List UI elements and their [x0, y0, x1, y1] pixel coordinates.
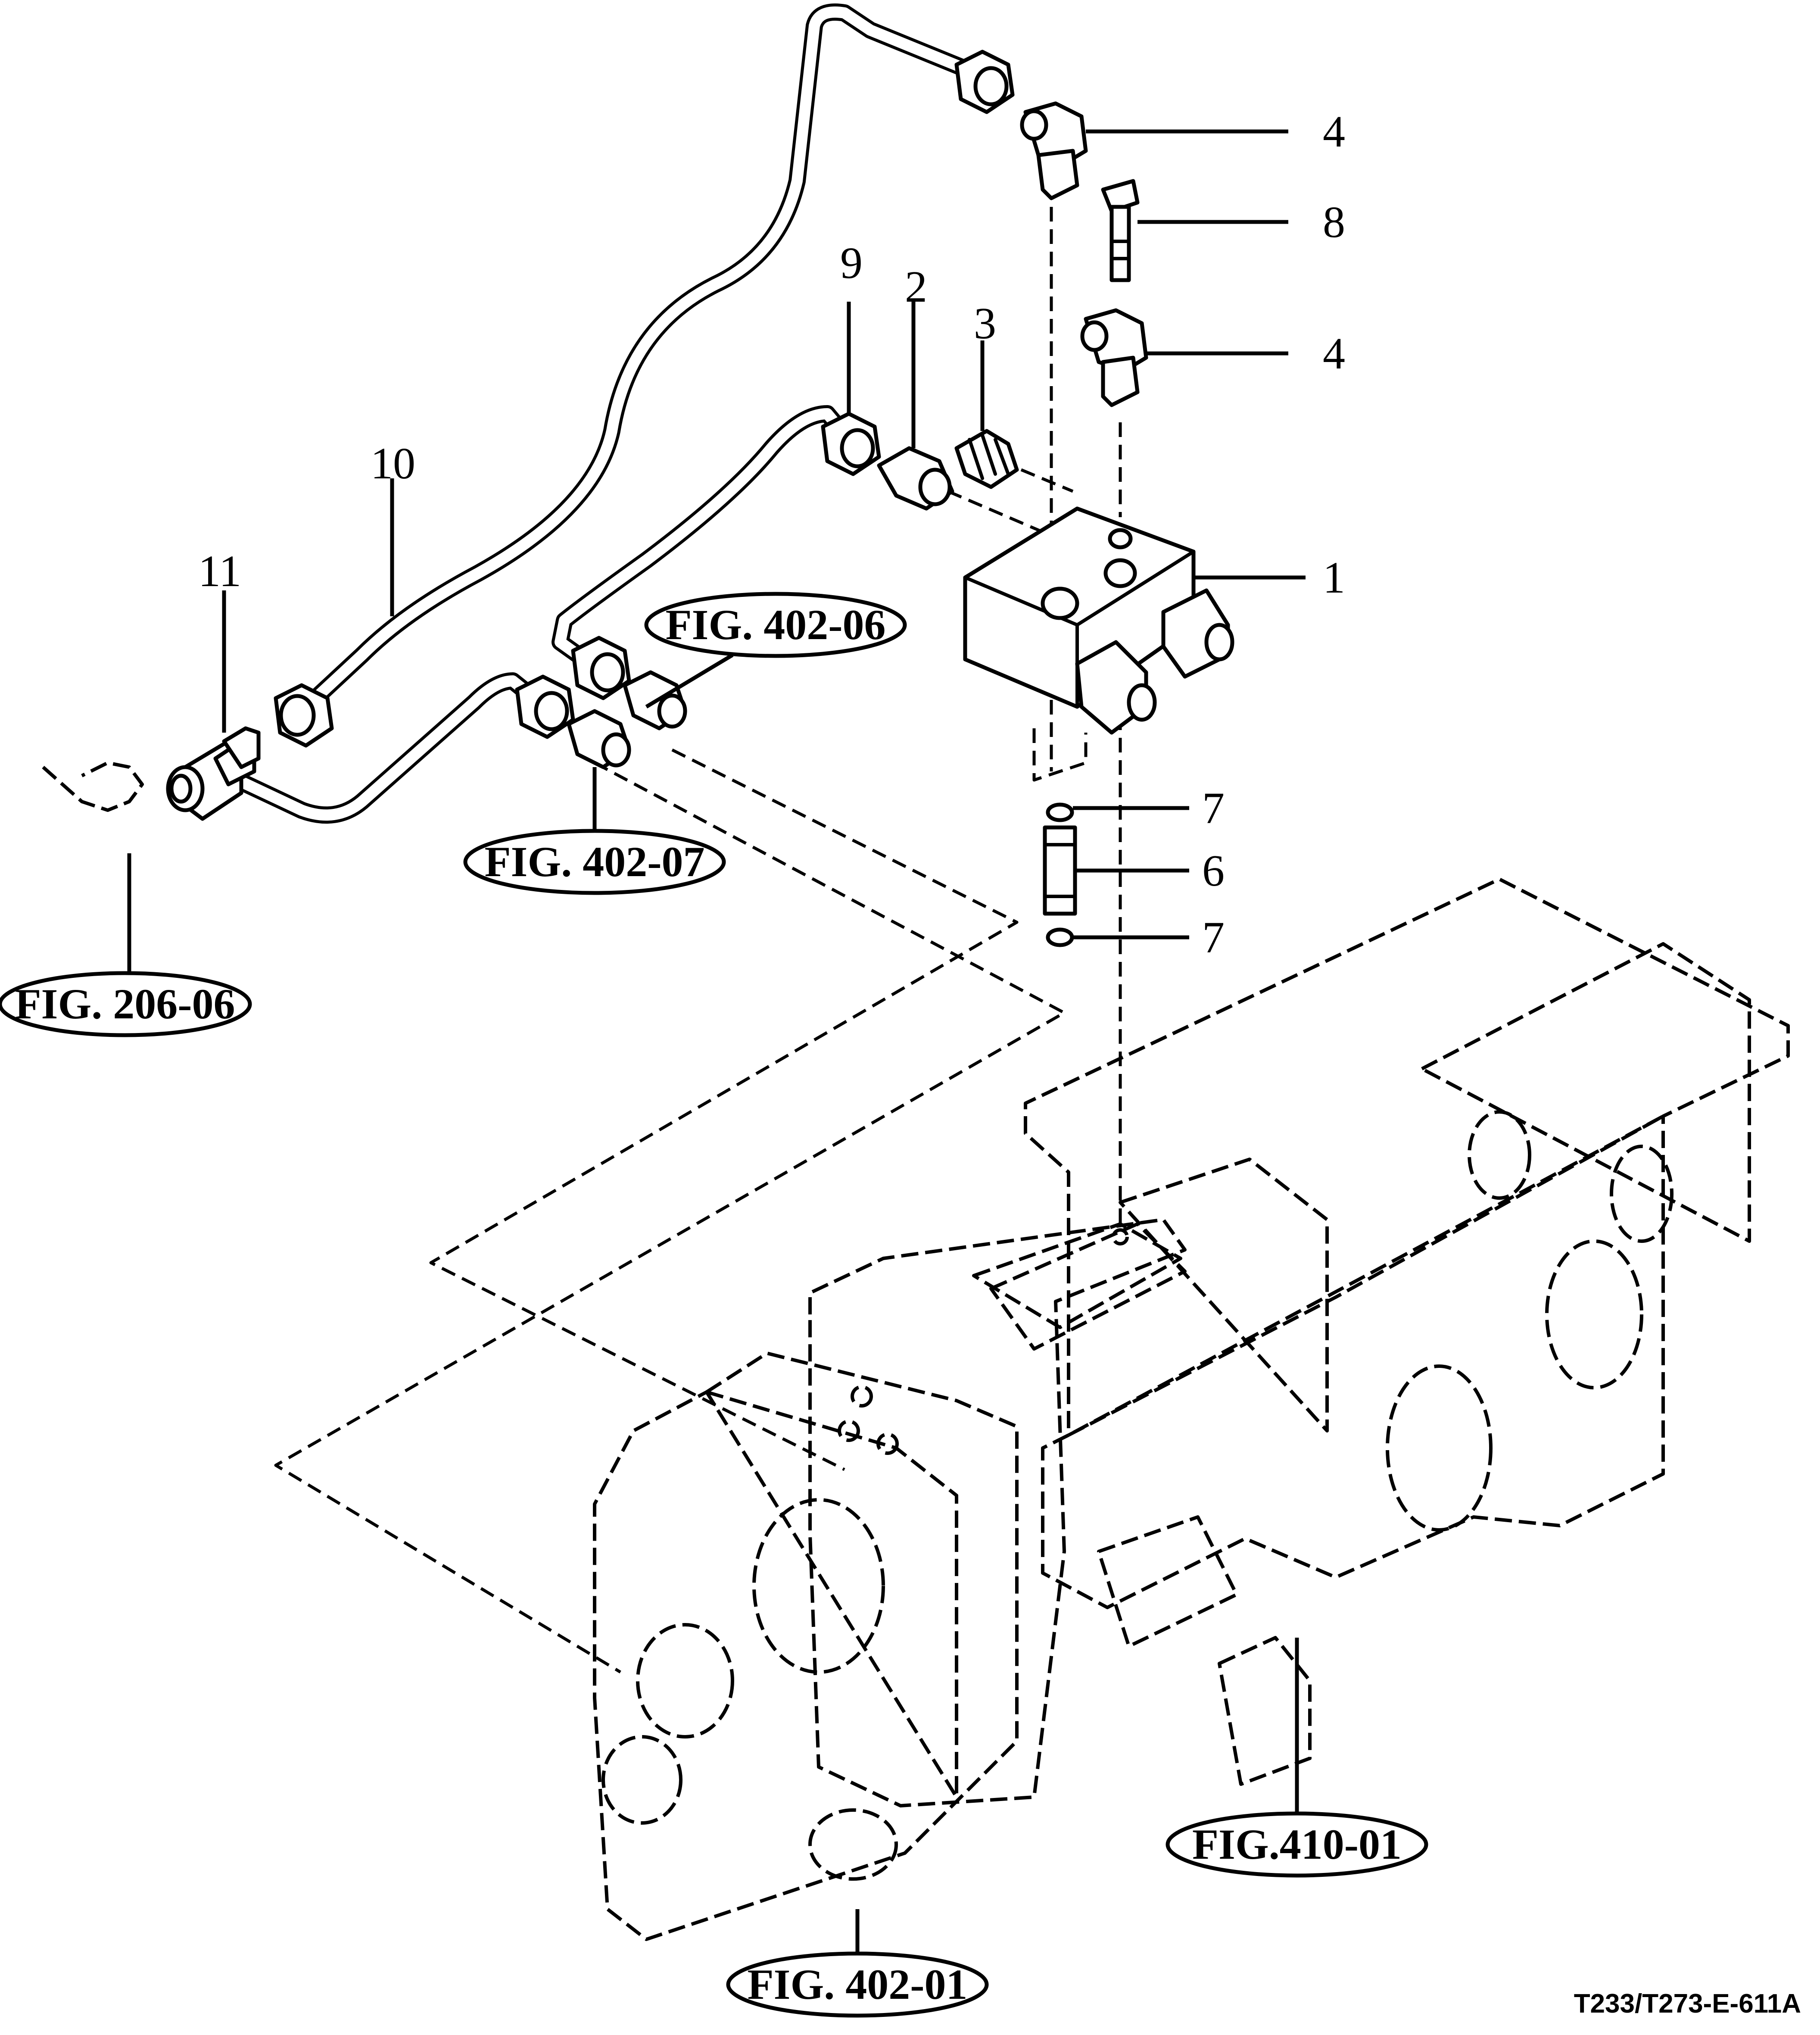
fig-ref-402-01[interactable]: FIG. 402-01	[726, 1951, 989, 2018]
transmission-housing	[593, 877, 1790, 1941]
callout-7-upper: 7	[1202, 783, 1225, 833]
callout-4-lower: 4	[1323, 329, 1345, 378]
fig-ref-402-07[interactable]: FIG. 402-07	[463, 829, 726, 895]
callout-11: 11	[198, 546, 241, 596]
elbow-fittings	[1020, 101, 1148, 407]
tee-fitting-11	[166, 726, 261, 821]
drawing-code: T233/T273-E-611A	[1574, 1989, 1801, 2019]
callout-8: 8	[1323, 197, 1345, 247]
fig-ref-402-06-label: FIG. 402-06	[665, 601, 885, 649]
callout-7-lower: 7	[1202, 913, 1225, 962]
callout-leaders	[127, 129, 1306, 1952]
callout-6: 6	[1202, 846, 1225, 896]
callout-4-upper: 4	[1323, 107, 1345, 156]
fig-ref-402-07-label: FIG. 402-07	[484, 838, 704, 886]
callout-10: 10	[371, 439, 415, 488]
fig-ref-402-06[interactable]: FIG. 402-06	[644, 592, 907, 658]
spacer-and-orings	[1043, 802, 1077, 947]
callout-1: 1	[1323, 553, 1345, 602]
fig-ref-410-01[interactable]: FIG.410-01	[1166, 1811, 1428, 1878]
pipe-11	[220, 672, 543, 824]
valve-block-1	[963, 506, 1234, 735]
fig-ref-206-06[interactable]: FIG. 206-06	[0, 971, 252, 1037]
pipe-9	[552, 405, 857, 672]
assembly-guide-lines	[274, 207, 1122, 1674]
fig-ref-206-06-label: FIG. 206-06	[15, 980, 235, 1028]
fig-ref-410-01-label: FIG.410-01	[1192, 1820, 1402, 1868]
unions	[42, 429, 1019, 812]
callout-3: 3	[974, 299, 996, 348]
pipe-10	[293, 3, 995, 720]
callout-9: 9	[840, 238, 863, 288]
pipe-nuts	[274, 50, 1015, 748]
figure-references: FIG. 402-06 FIG. 402-07 FIG. 206-06 FIG.…	[0, 592, 1428, 2018]
fig-ref-402-01-label: FIG. 402-01	[747, 1960, 967, 2008]
callout-2: 2	[905, 262, 927, 312]
callout-labels: 4 8 4 1 7 6 7 9 2 3 10 11	[198, 107, 1345, 962]
